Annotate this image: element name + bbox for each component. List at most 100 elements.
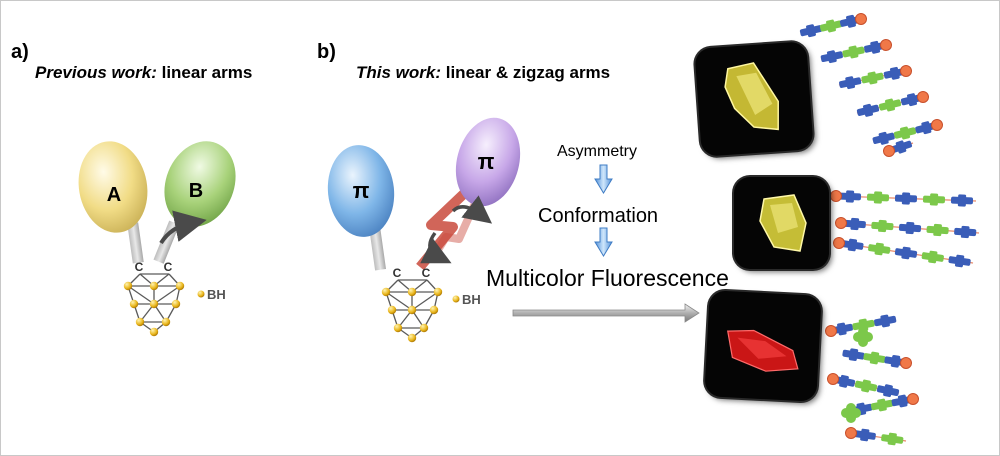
chain-unit-core: [921, 121, 932, 135]
carbon-label-a1: C: [135, 260, 144, 274]
chain-unit-core: [877, 398, 887, 412]
chain-end-bead: [825, 325, 837, 337]
arm-a-linker: [127, 222, 144, 264]
chain-unit-core: [905, 221, 915, 235]
boron-atom: [171, 299, 181, 309]
chain-unit-core: [870, 40, 881, 54]
chain-unit-core: [806, 24, 816, 38]
bh-legend-dot-b: [452, 295, 460, 303]
cluster-bond: [385, 291, 413, 311]
boron-atom: [419, 323, 429, 333]
boron-atom: [161, 317, 171, 327]
panel-b-heading: This work: linear & zigzag arms: [356, 63, 610, 83]
boron-atom: [149, 327, 159, 337]
chain-end-bead: [835, 217, 847, 229]
panel-a-heading-rest: linear arms: [156, 63, 253, 82]
chain-unit-core: [929, 193, 939, 206]
arm-b-label: B: [189, 180, 203, 202]
chain-unit-core: [885, 98, 895, 112]
chain-unit-core: [928, 250, 938, 264]
bh-legend-label-a: BH: [207, 287, 226, 302]
boron-atom: [123, 281, 133, 291]
boron-atom: [393, 323, 403, 333]
chain-unit-core: [878, 131, 889, 145]
step-asymmetry: Asymmetry: [557, 143, 637, 160]
rotation-arrow-icon: [159, 210, 207, 245]
cluster-bond: [127, 285, 155, 305]
chain-end-bead: [900, 65, 912, 77]
panel-b-heading-italic: This work:: [356, 63, 442, 82]
chain-unit-core: [960, 225, 970, 239]
chain-unit-core: [901, 246, 911, 260]
chain-unit-core: [901, 192, 911, 205]
panel-b-letter: b): [317, 41, 336, 63]
crystal-photo-red: [704, 290, 822, 402]
carborane-cluster-b: [381, 279, 443, 343]
boron-atom: [149, 281, 159, 291]
step-multicolor-fluorescence: Multicolor Fluorescence: [486, 265, 729, 291]
boron-atom: [129, 299, 139, 309]
panel-a-molecule: A B: [78, 141, 236, 264]
down-arrow-icon-1: [594, 164, 613, 194]
rotation-arrow-upper-icon: [451, 195, 493, 224]
bh-legend-label-b: BH: [462, 292, 481, 307]
chain-unit-core: [839, 374, 849, 388]
chain-unit-core: [850, 217, 860, 231]
boron-atom: [407, 287, 417, 297]
carbon-label-b1: C: [393, 266, 402, 280]
green-blob: [841, 408, 851, 418]
panel-a-letter: a): [11, 41, 29, 63]
arm-a-ellipse: [78, 141, 148, 233]
chain-unit-core: [867, 71, 878, 85]
down-arrow-icon-2: [594, 227, 613, 257]
boron-atom: [407, 333, 417, 343]
chain-unit-core: [869, 351, 880, 365]
boron-atom: [381, 287, 391, 297]
chain-unit-core: [895, 140, 907, 154]
chain-unit-core: [933, 223, 942, 237]
cluster-bond: [153, 285, 181, 305]
chain-end-bead: [931, 119, 943, 131]
arm-pi-left-ellipse: [327, 145, 395, 237]
chain-unit-core: [826, 19, 836, 33]
chain-unit-core: [848, 45, 859, 59]
chain-unit-core: [907, 93, 917, 107]
boron-atom: [135, 317, 145, 327]
panel-b-molecule: π π: [327, 117, 521, 271]
boron-atom: [175, 281, 185, 291]
chain-unit-core: [883, 384, 893, 398]
arm-pi-right-label: π: [478, 149, 495, 174]
arm-pi-left-label: π: [353, 178, 370, 203]
panel-a-heading: Previous work: linear arms: [35, 63, 252, 83]
crystal-photo-yellow-2: [734, 177, 829, 269]
chain-end-bead: [900, 357, 912, 369]
green-blob: [853, 332, 863, 342]
chain-end-bead: [845, 427, 857, 439]
boron-atom: [387, 305, 397, 315]
chain-end-bead: [830, 190, 842, 202]
step-conformation: Conformation: [538, 205, 659, 227]
carborane-cluster-a: [123, 273, 185, 337]
bh-legend-dot-a: [197, 290, 205, 298]
chain-unit-core: [845, 76, 856, 90]
carbon-label-b2: C: [422, 266, 431, 280]
chain-unit-core: [845, 190, 855, 203]
chain-end-bead: [855, 13, 867, 25]
chain-unit-core: [874, 242, 884, 256]
chain-unit-core: [899, 126, 911, 140]
chain-unit-core: [954, 254, 965, 268]
chain-end-bead: [907, 393, 919, 405]
arm-pi-left-linker: [368, 225, 387, 271]
chain-unit-core: [861, 379, 871, 393]
chain-unit-core: [873, 191, 883, 204]
panel-a-heading-italic: Previous work:: [35, 63, 157, 82]
chain-end-bead: [827, 373, 839, 385]
chain-end-bead: [917, 91, 929, 103]
boron-atom: [407, 305, 417, 315]
chain-unit-core: [848, 348, 859, 362]
carbon-label-a2: C: [164, 260, 173, 274]
chain-unit-core: [860, 428, 870, 442]
chain-unit-core: [847, 238, 858, 252]
